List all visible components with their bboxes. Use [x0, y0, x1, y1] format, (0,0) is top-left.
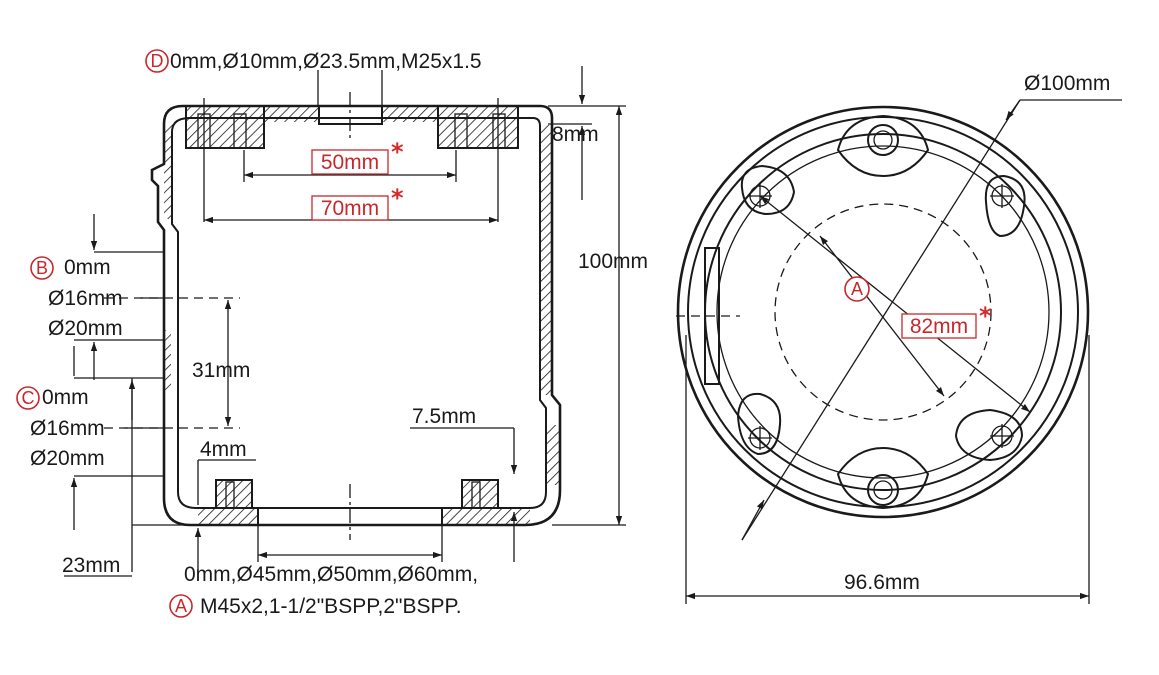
- top-left-boss: [186, 106, 264, 148]
- plan-dim-100-line: [741, 99, 1021, 541]
- a-letter-plan: A: [851, 279, 863, 299]
- plan-view: Ø100mm 96.6mm A 82mm *: [676, 72, 1122, 604]
- dim-50-star: *: [391, 138, 404, 166]
- plan-inner-rim-circle: [716, 145, 1050, 479]
- c-d20-label: Ø20mm: [30, 447, 105, 470]
- top-right-boss-outline: [437, 105, 519, 149]
- c-circle: [16, 386, 40, 410]
- bottom-left-hole: [225, 481, 235, 509]
- plan-keyhole-top-left: [740, 164, 796, 216]
- left-wall-hatch-upper: [164, 124, 173, 219]
- right-wall-hatch: [540, 125, 552, 395]
- dim-23-label: 23mm: [62, 554, 120, 577]
- b-letter: B: [36, 258, 48, 278]
- top-right-hole-2: [492, 113, 506, 149]
- bottom-opening: [257, 507, 443, 526]
- plan-left-slot: [704, 247, 720, 385]
- plan-bottom-lug: [836, 446, 930, 510]
- top-right-boss: [438, 106, 518, 148]
- dim-8-label: 8mm: [552, 123, 599, 146]
- a-circle-plan: [844, 276, 870, 302]
- bottom-right-hole: [471, 481, 481, 509]
- plan-bottom-lug-hole: [873, 480, 893, 500]
- b-d20-label: Ø20mm: [48, 317, 123, 340]
- plan-width-label: 96.6mm: [844, 571, 920, 594]
- d-letter: D: [151, 51, 164, 71]
- dim-4-label: 4mm: [200, 438, 247, 461]
- plan-center-dashed-circle: [774, 203, 992, 421]
- plan-diameter-label: Ø100mm: [1024, 72, 1110, 95]
- plan-dim-82-line: [759, 195, 1031, 413]
- dim-7-5-label: 7.5mm: [412, 405, 476, 428]
- dim-82-label: 82mm: [910, 315, 968, 338]
- plan-keyhole-top-right: [984, 174, 1026, 238]
- plan-top-lug: [836, 114, 930, 178]
- plan-keyhole-bottom-left: [736, 392, 782, 456]
- dim-50-box: [311, 149, 389, 175]
- top-plate-left: [264, 106, 320, 122]
- top-plate-right: [382, 106, 438, 122]
- dim-82-star: *: [979, 302, 992, 330]
- d-circle: [145, 49, 169, 73]
- plan-bottom-lug-boss: [867, 474, 899, 506]
- a-label-line2: M45x2,1-1/2"BSPP,2"BSPP.: [200, 595, 462, 618]
- c-letter: C: [22, 388, 35, 408]
- dim-100-label: 100mm: [578, 250, 648, 273]
- d-label: 0mm,Ø10mm,Ø23.5mm,M25x1.5: [170, 50, 482, 73]
- a-circle-side: [169, 594, 193, 618]
- left-wall-hatch-mid: [164, 330, 171, 390]
- a-letter-side: A: [175, 596, 187, 616]
- c-label: 0mm: [42, 386, 89, 409]
- top-left-hole-2: [233, 113, 247, 149]
- plan-dim-100-arrow-top: [1005, 99, 1021, 121]
- plan-dim-100-arrow-bottom: [741, 499, 765, 541]
- b-label: 0mm: [64, 256, 111, 279]
- b-circle: [30, 256, 54, 280]
- a-label-line1: 0mm,Ø45mm,Ø50mm,Ø60mm,: [184, 563, 478, 586]
- dim-70-box: [311, 195, 389, 221]
- dim-31-label: 31mm: [192, 359, 250, 382]
- bottom-left-plate: [198, 508, 258, 525]
- plan-top-lug-hole: [873, 130, 893, 150]
- dim-50-label: 50mm: [321, 151, 379, 174]
- dim-82-box: [901, 313, 977, 339]
- plan-outer-circle: [676, 105, 1090, 519]
- c-d16-label: Ø16mm: [30, 417, 105, 440]
- dim-70-star: *: [391, 184, 404, 212]
- side-section-view: D 0mm,Ø10mm,Ø23.5mm,M25x1.5 B 0mm Ø16mm …: [16, 49, 648, 618]
- b-d16-label: Ø16mm: [48, 287, 123, 310]
- plan-top-lug-boss: [867, 124, 899, 156]
- right-wall-hatch-lower: [546, 425, 560, 485]
- bottom-right-plate: [442, 508, 530, 525]
- plan-keyhole-bottom-right: [954, 408, 1024, 462]
- dim-70-label: 70mm: [321, 197, 379, 220]
- top-left-boss-outline: [185, 105, 265, 149]
- top-right-hole-1: [454, 113, 468, 149]
